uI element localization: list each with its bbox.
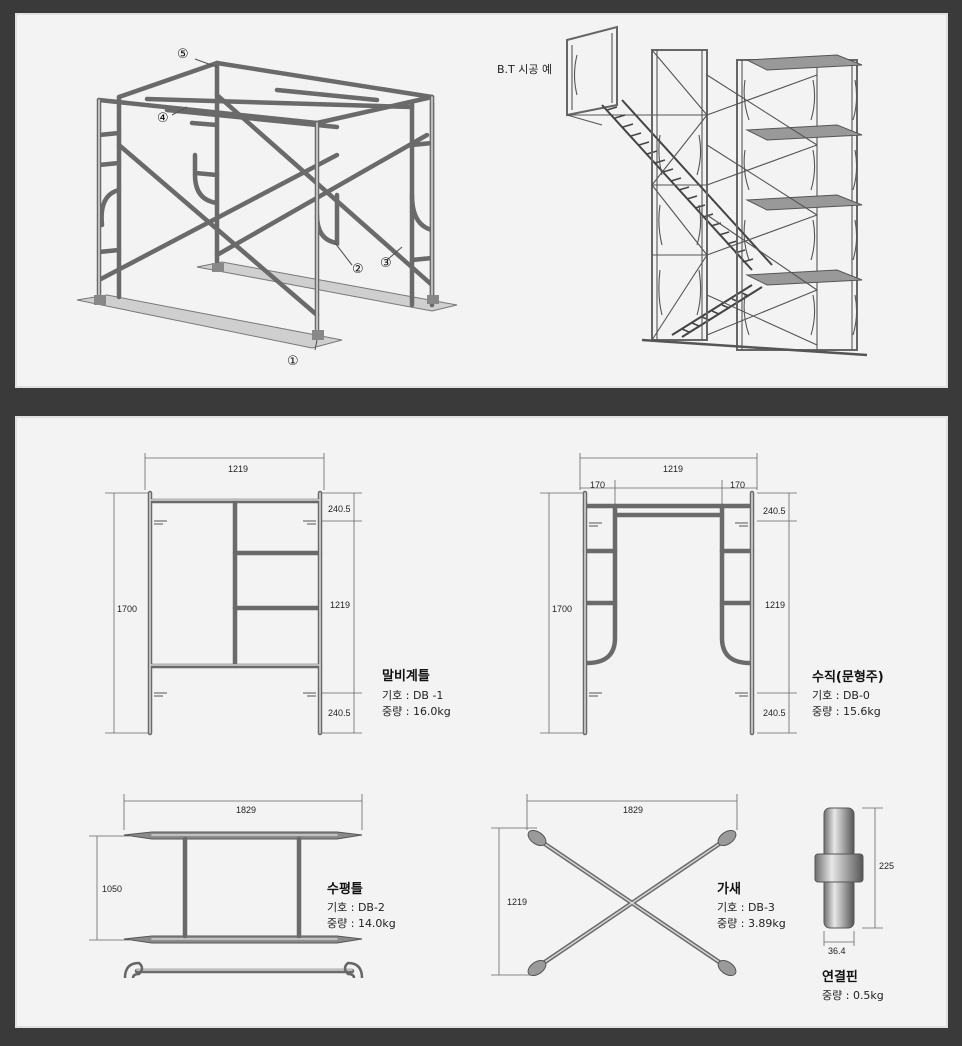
joint-pin-weight: 중량 : 0.5kg	[822, 989, 884, 1002]
cross-brace-name: 가새	[717, 881, 741, 897]
pin-height-dim: 225	[879, 861, 894, 871]
bt-tower-illustration	[566, 25, 868, 357]
door-height-dim: 1700	[552, 604, 572, 614]
bt-example-caption: B.T 시공 예	[497, 63, 552, 76]
cross-brace-drawing	[491, 794, 738, 977]
assembly-panel: ⑤ ④ ① ② ③ B.T 시공 예	[15, 13, 948, 388]
door-frame-name: 수직(문형주)	[812, 669, 884, 685]
components-panel: 1219 1700 240.5 1219 240.5 말비계틀 기호 : DB …	[15, 416, 948, 1028]
door-left-dim: 170	[590, 480, 605, 490]
ladder-width-dim: 1219	[228, 464, 248, 474]
joint-pin-name: 연결핀	[822, 969, 858, 985]
door-frame-code: 기호 : DB-0	[812, 689, 870, 702]
callout-4: ④	[157, 111, 169, 126]
ladder-frame-code: 기호 : DB -1	[382, 689, 443, 702]
door-top-dim: 240.5	[763, 506, 786, 516]
assembly-drawings: ⑤ ④ ① ② ③ B.T 시공 예	[76, 25, 868, 369]
ladder-middle-dim: 1219	[330, 600, 350, 610]
staircase	[601, 99, 773, 338]
horizontal-frame-drawing	[89, 794, 364, 979]
ladder-top-dim: 240.5	[328, 504, 351, 514]
ladder-bottom-dim: 240.5	[328, 708, 351, 718]
ladder-frame-drawing	[105, 453, 362, 736]
callout-1: ①	[287, 354, 299, 369]
brace-width-dim: 1829	[623, 805, 643, 815]
callout-5: ⑤	[177, 47, 189, 62]
horizontal-height-dim: 1050	[102, 884, 122, 894]
cross-brace-weight: 중량 : 3.89kg	[717, 917, 786, 930]
brace-height-dim: 1219	[507, 897, 527, 907]
door-middle-dim: 1219	[765, 600, 785, 610]
door-right-dim: 170	[730, 480, 745, 490]
ladder-height-dim: 1700	[117, 604, 137, 614]
horizontal-frame-name: 수평틀	[327, 881, 363, 897]
ladder-frame-name: 말비계틀	[382, 668, 430, 684]
cross-brace-code: 기호 : DB-3	[717, 901, 775, 914]
horizontal-width-dim: 1829	[236, 805, 256, 815]
door-frame-drawing	[540, 453, 797, 736]
door-bottom-dim: 240.5	[763, 708, 786, 718]
horizontal-frame-code: 기호 : DB-2	[327, 901, 385, 914]
joint-pin-drawing	[814, 807, 883, 946]
callout-2: ②	[352, 262, 364, 277]
ladder-frame-weight: 중량 : 16.0kg	[382, 705, 451, 718]
callout-3: ③	[380, 256, 392, 271]
horizontal-frame-weight: 중량 : 14.0kg	[327, 917, 396, 930]
component-drawings: 1219 1700 240.5 1219 240.5 말비계틀 기호 : DB …	[89, 453, 894, 1002]
pin-diameter-dim: 36.4	[828, 946, 846, 956]
door-frame-weight: 중량 : 15.6kg	[812, 705, 881, 718]
door-width-dim: 1219	[663, 464, 683, 474]
plank-decks	[745, 54, 863, 286]
scaffold-assembly-illustration	[76, 58, 458, 351]
